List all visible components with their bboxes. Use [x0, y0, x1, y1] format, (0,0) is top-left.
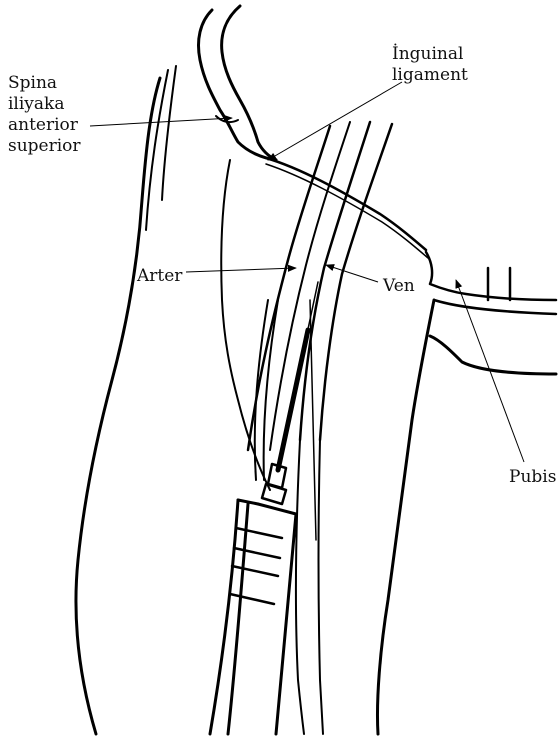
- label-spina-line-2: iliyaka: [8, 94, 81, 115]
- perineal-contour: [430, 336, 556, 374]
- pointer-pubis: [456, 280, 524, 462]
- pointer-inguinal: [268, 82, 402, 160]
- vessel-lower-3: [310, 300, 316, 540]
- pubis-contour-lower: [434, 300, 556, 314]
- syringe: [210, 500, 296, 734]
- pointer-arter: [186, 268, 296, 272]
- vessel-lower-1: [296, 440, 304, 734]
- pointer-ven: [326, 265, 378, 282]
- thigh-outer-contour: [76, 78, 160, 734]
- vessel-lower-2: [319, 440, 324, 734]
- label-pubis: Pubis: [509, 467, 556, 488]
- label-inguinal-line-1: İnguinal: [392, 44, 468, 65]
- label-inguinal-ligament: İnguinal ligament: [392, 44, 468, 86]
- iliac-crest: [199, 10, 277, 160]
- label-spina-iliyaka-anterior-superior: Spina iliyaka anterior superior: [8, 73, 81, 157]
- label-inguinal-line-2: ligament: [392, 65, 468, 86]
- iliac-crest-inner: [222, 6, 276, 160]
- inguinal-ligament-line-2: [266, 164, 428, 258]
- femoral-artery-outer: [248, 126, 330, 450]
- femoral-vein-inner: [320, 124, 392, 440]
- label-ven: Ven: [383, 276, 415, 297]
- label-spina-line-1: Spina: [8, 73, 81, 94]
- pointer-spina: [90, 118, 232, 126]
- label-spina-line-3: anterior: [8, 115, 81, 136]
- label-arter: Arter: [137, 266, 182, 287]
- inner-thigh-contour: [377, 300, 434, 734]
- sartorius-contour: [221, 160, 270, 490]
- label-spina-line-4: superior: [8, 136, 81, 157]
- pubis-contour: [426, 252, 556, 300]
